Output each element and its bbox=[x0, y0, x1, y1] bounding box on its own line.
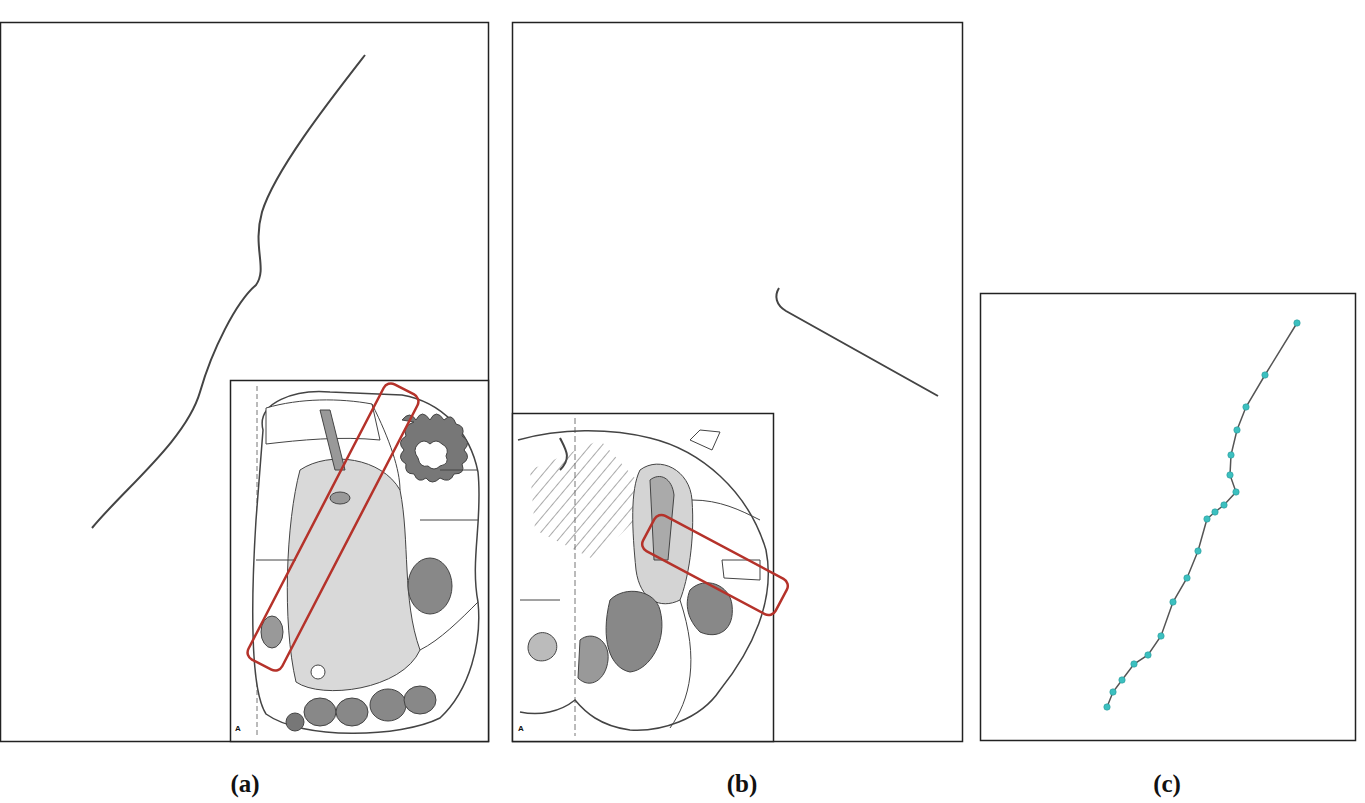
panel-label: (a) bbox=[230, 770, 259, 798]
sample-point bbox=[1158, 633, 1164, 639]
sample-point bbox=[1110, 689, 1116, 695]
inset-letter: A bbox=[518, 724, 524, 733]
sample-point bbox=[1204, 516, 1210, 522]
inset-letter: A bbox=[235, 724, 241, 733]
sample-point bbox=[1195, 548, 1201, 554]
polyline-path bbox=[1107, 323, 1297, 707]
sample-point bbox=[1184, 575, 1190, 581]
sample-point bbox=[1233, 489, 1239, 495]
inset-frame bbox=[513, 414, 774, 742]
medulla-section bbox=[518, 418, 768, 736]
sample-point bbox=[1234, 427, 1240, 433]
sample-point bbox=[1145, 652, 1151, 658]
highlight-box bbox=[639, 512, 790, 618]
panel-frame bbox=[981, 294, 1356, 741]
sample-point bbox=[1119, 677, 1125, 683]
panel-frame bbox=[1, 23, 489, 742]
sample-point bbox=[1294, 320, 1300, 326]
traced-curve bbox=[776, 288, 938, 396]
panel-label: (b) bbox=[727, 770, 758, 798]
sample-point bbox=[1131, 661, 1137, 667]
sample-point bbox=[1170, 599, 1176, 605]
inset-frame bbox=[231, 381, 489, 742]
sample-point bbox=[1243, 404, 1249, 410]
sample-point bbox=[1212, 509, 1218, 515]
sample-point bbox=[1227, 472, 1233, 478]
sample-point bbox=[1262, 372, 1268, 378]
highlight-box bbox=[245, 381, 421, 674]
sampled-polyline bbox=[1104, 320, 1300, 710]
cord-section bbox=[253, 386, 479, 736]
sample-point bbox=[1228, 452, 1234, 458]
sample-point bbox=[1104, 704, 1110, 710]
sample-point bbox=[1221, 502, 1227, 508]
panel-label: (c) bbox=[1153, 770, 1181, 798]
panel-frame bbox=[513, 23, 963, 742]
